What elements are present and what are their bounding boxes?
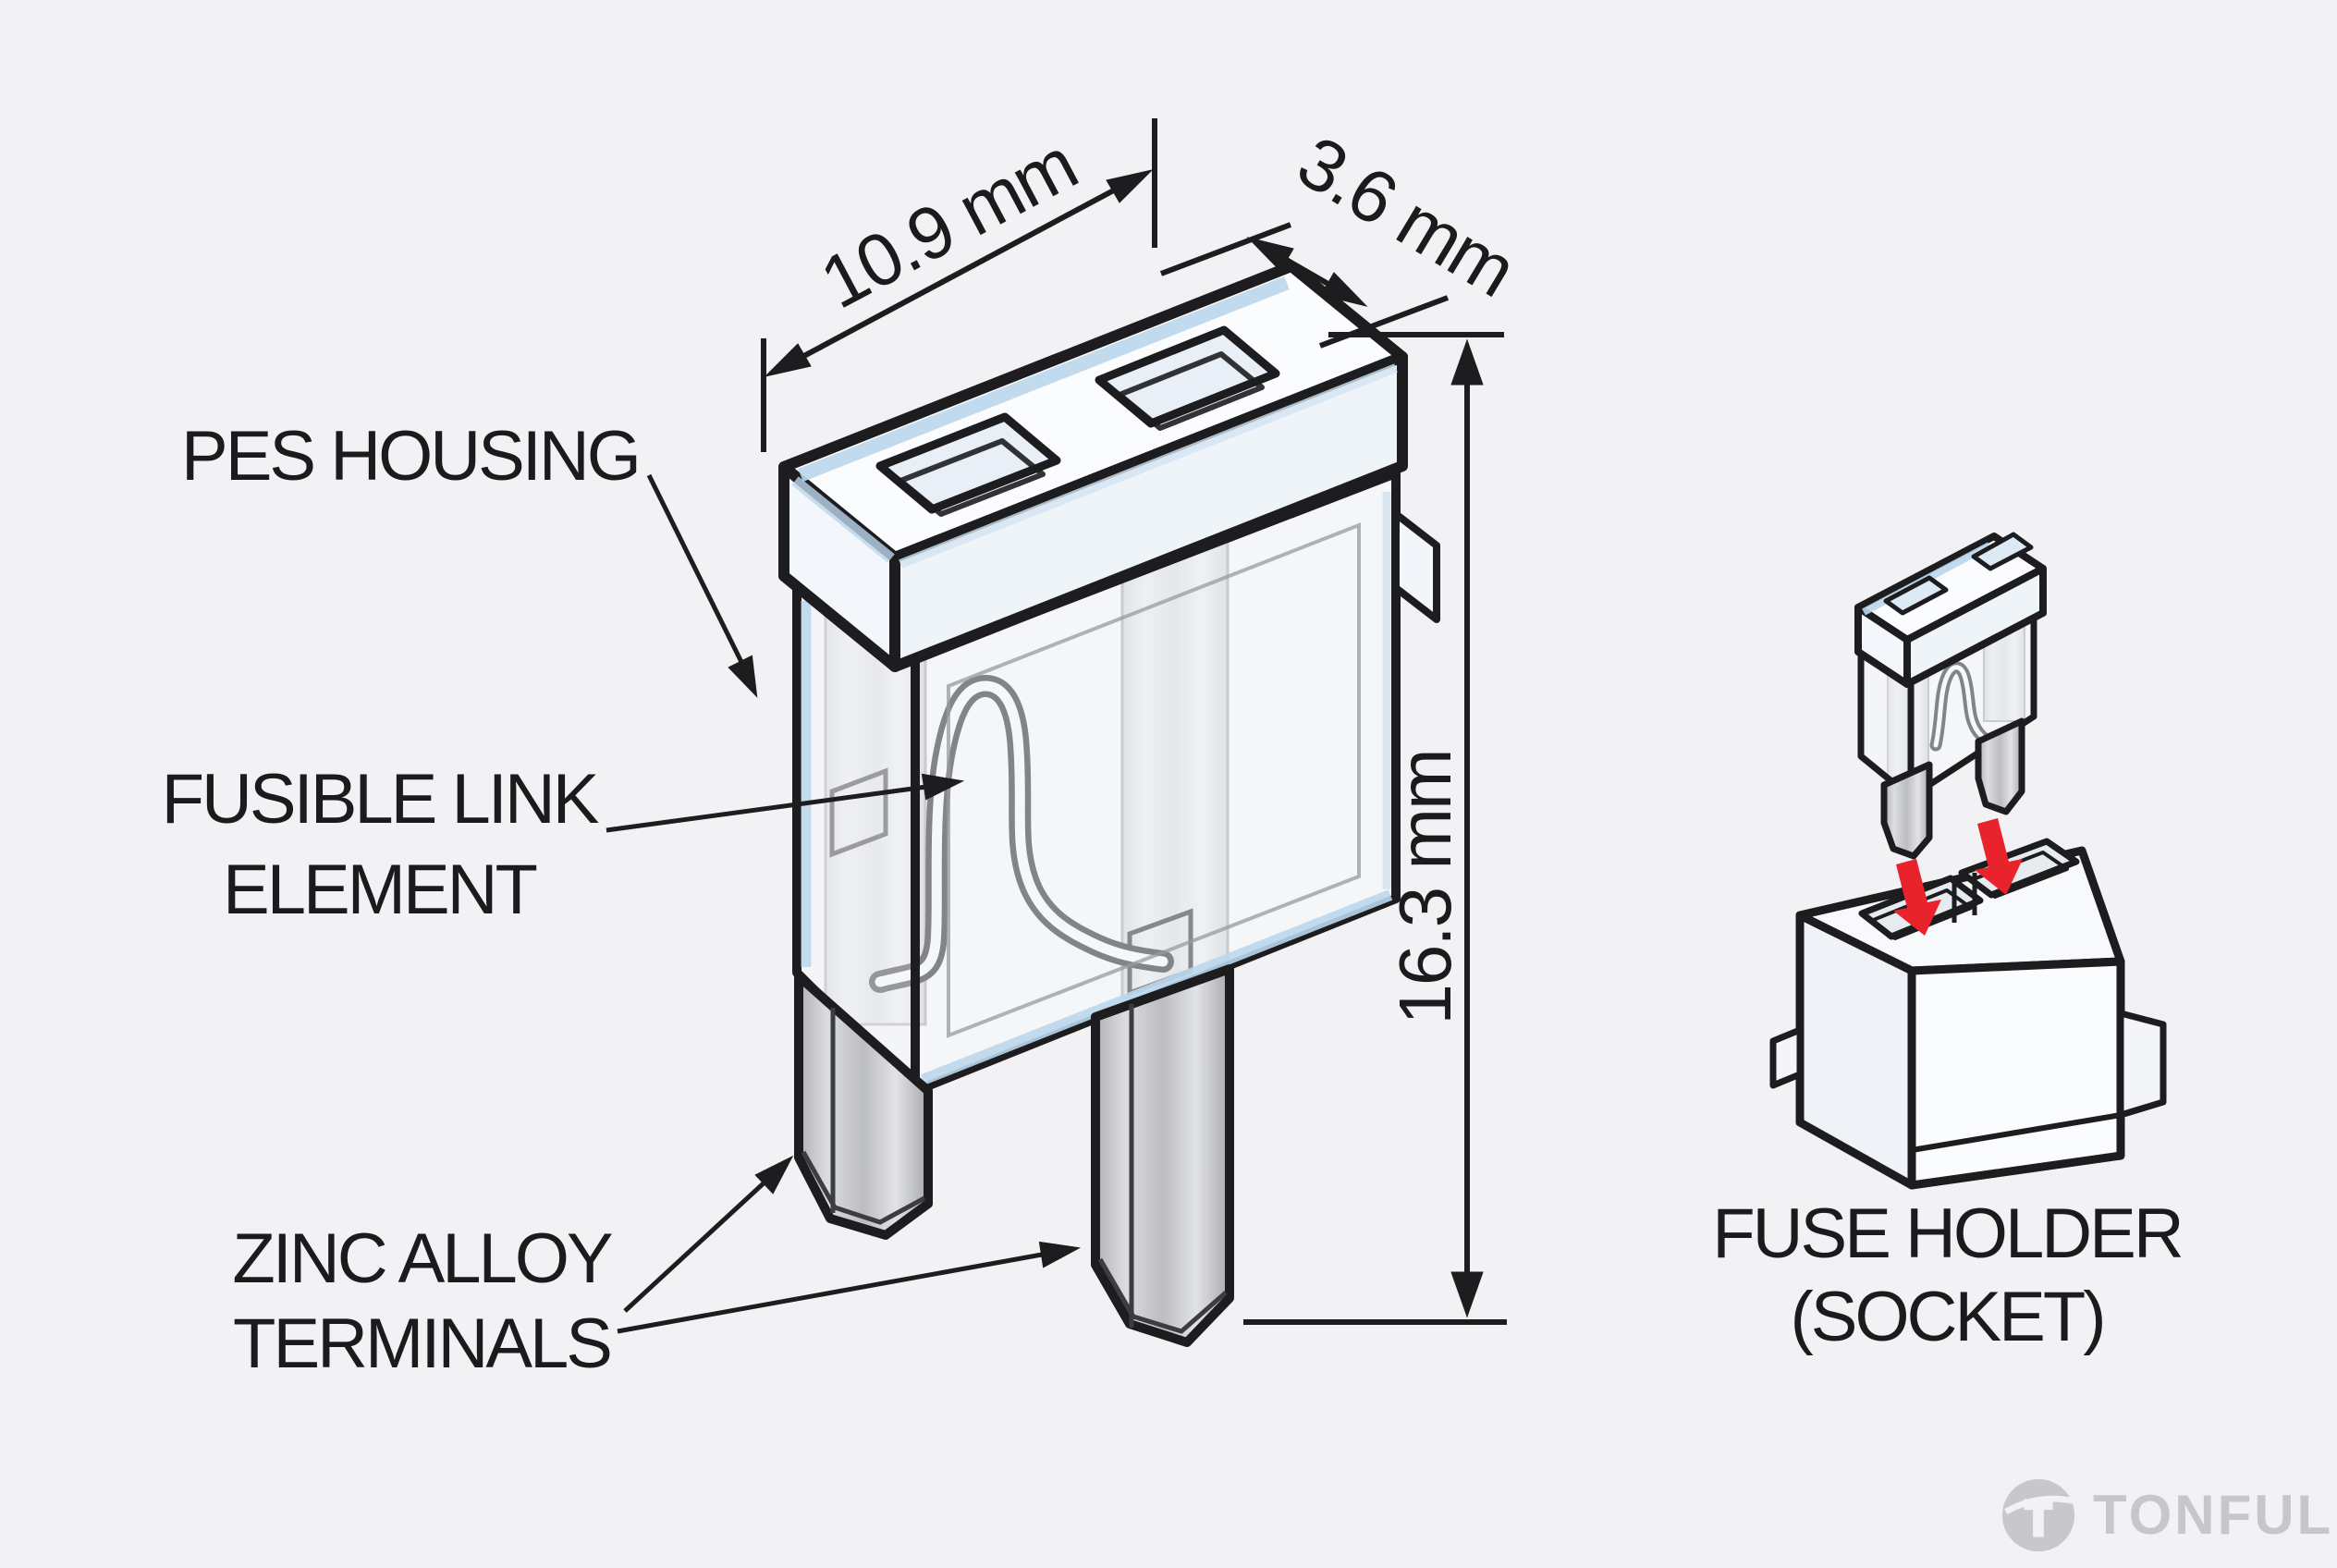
dimension-length-10-9 xyxy=(761,118,1157,452)
fuse-insertion-illustration xyxy=(1769,532,2167,1190)
fusible-link-label: FUSIBLE LINK ELEMENT xyxy=(129,754,629,936)
cap-test-slot-left xyxy=(875,412,1061,517)
zinc-terminal-right xyxy=(1091,964,1234,1347)
fusible-link-label-line1: FUSIBLE LINK xyxy=(161,760,600,839)
fusible-link-leader-arrow xyxy=(606,773,965,833)
pes-housing-label: PES HOUSING xyxy=(181,417,642,496)
pes-housing-cap xyxy=(778,261,1408,672)
zinc-alloy-label-line1: ZINC ALLOY xyxy=(232,1219,613,1298)
mini-fuse xyxy=(1854,532,2047,860)
fuse-cutaway-illustration xyxy=(778,261,1440,1347)
watermark-brand-text: TONFUL xyxy=(2093,1484,2334,1546)
insertion-arrows xyxy=(1893,818,2023,936)
zinc-terminals-leader-arrow-right xyxy=(617,1241,1082,1334)
dimension-height-16-3 xyxy=(1243,332,1507,1325)
dimension-height-text: 16.3 mm xyxy=(1384,750,1466,1025)
zinc-alloy-label-line2: TERMINALS xyxy=(233,1305,613,1383)
red-down-arrow-right xyxy=(1975,818,2023,895)
fuse-holder-socket xyxy=(1769,838,2167,1190)
fusible-link-label-line2: ELEMENT xyxy=(223,851,538,929)
fuse-holder-label-line2: (SOCKET) xyxy=(1790,1278,2106,1356)
dimension-depth-3-6 xyxy=(1159,222,1450,349)
zinc-alloy-terminals-label: ZINC ALLOY TERMINALS xyxy=(181,1217,662,1387)
red-down-arrow-left xyxy=(1893,859,1941,936)
dimension-lines xyxy=(761,118,1507,1325)
zinc-terminal-left xyxy=(794,972,933,1240)
fuse-holder-label-line1: FUSE HOLDER xyxy=(1712,1194,2184,1273)
leader-arrows xyxy=(606,473,1082,1334)
fuse-holder-label: FUSE HOLDER (SOCKET) xyxy=(1707,1193,2187,1359)
cap-test-slot-right xyxy=(1095,325,1280,431)
watermark: TONFUL xyxy=(1999,1476,2333,1555)
tonful-logo-icon xyxy=(2001,1478,2075,1552)
zinc-terminals-leader-arrow-left xyxy=(623,1155,794,1313)
pes-housing-leader-arrow xyxy=(646,473,758,698)
